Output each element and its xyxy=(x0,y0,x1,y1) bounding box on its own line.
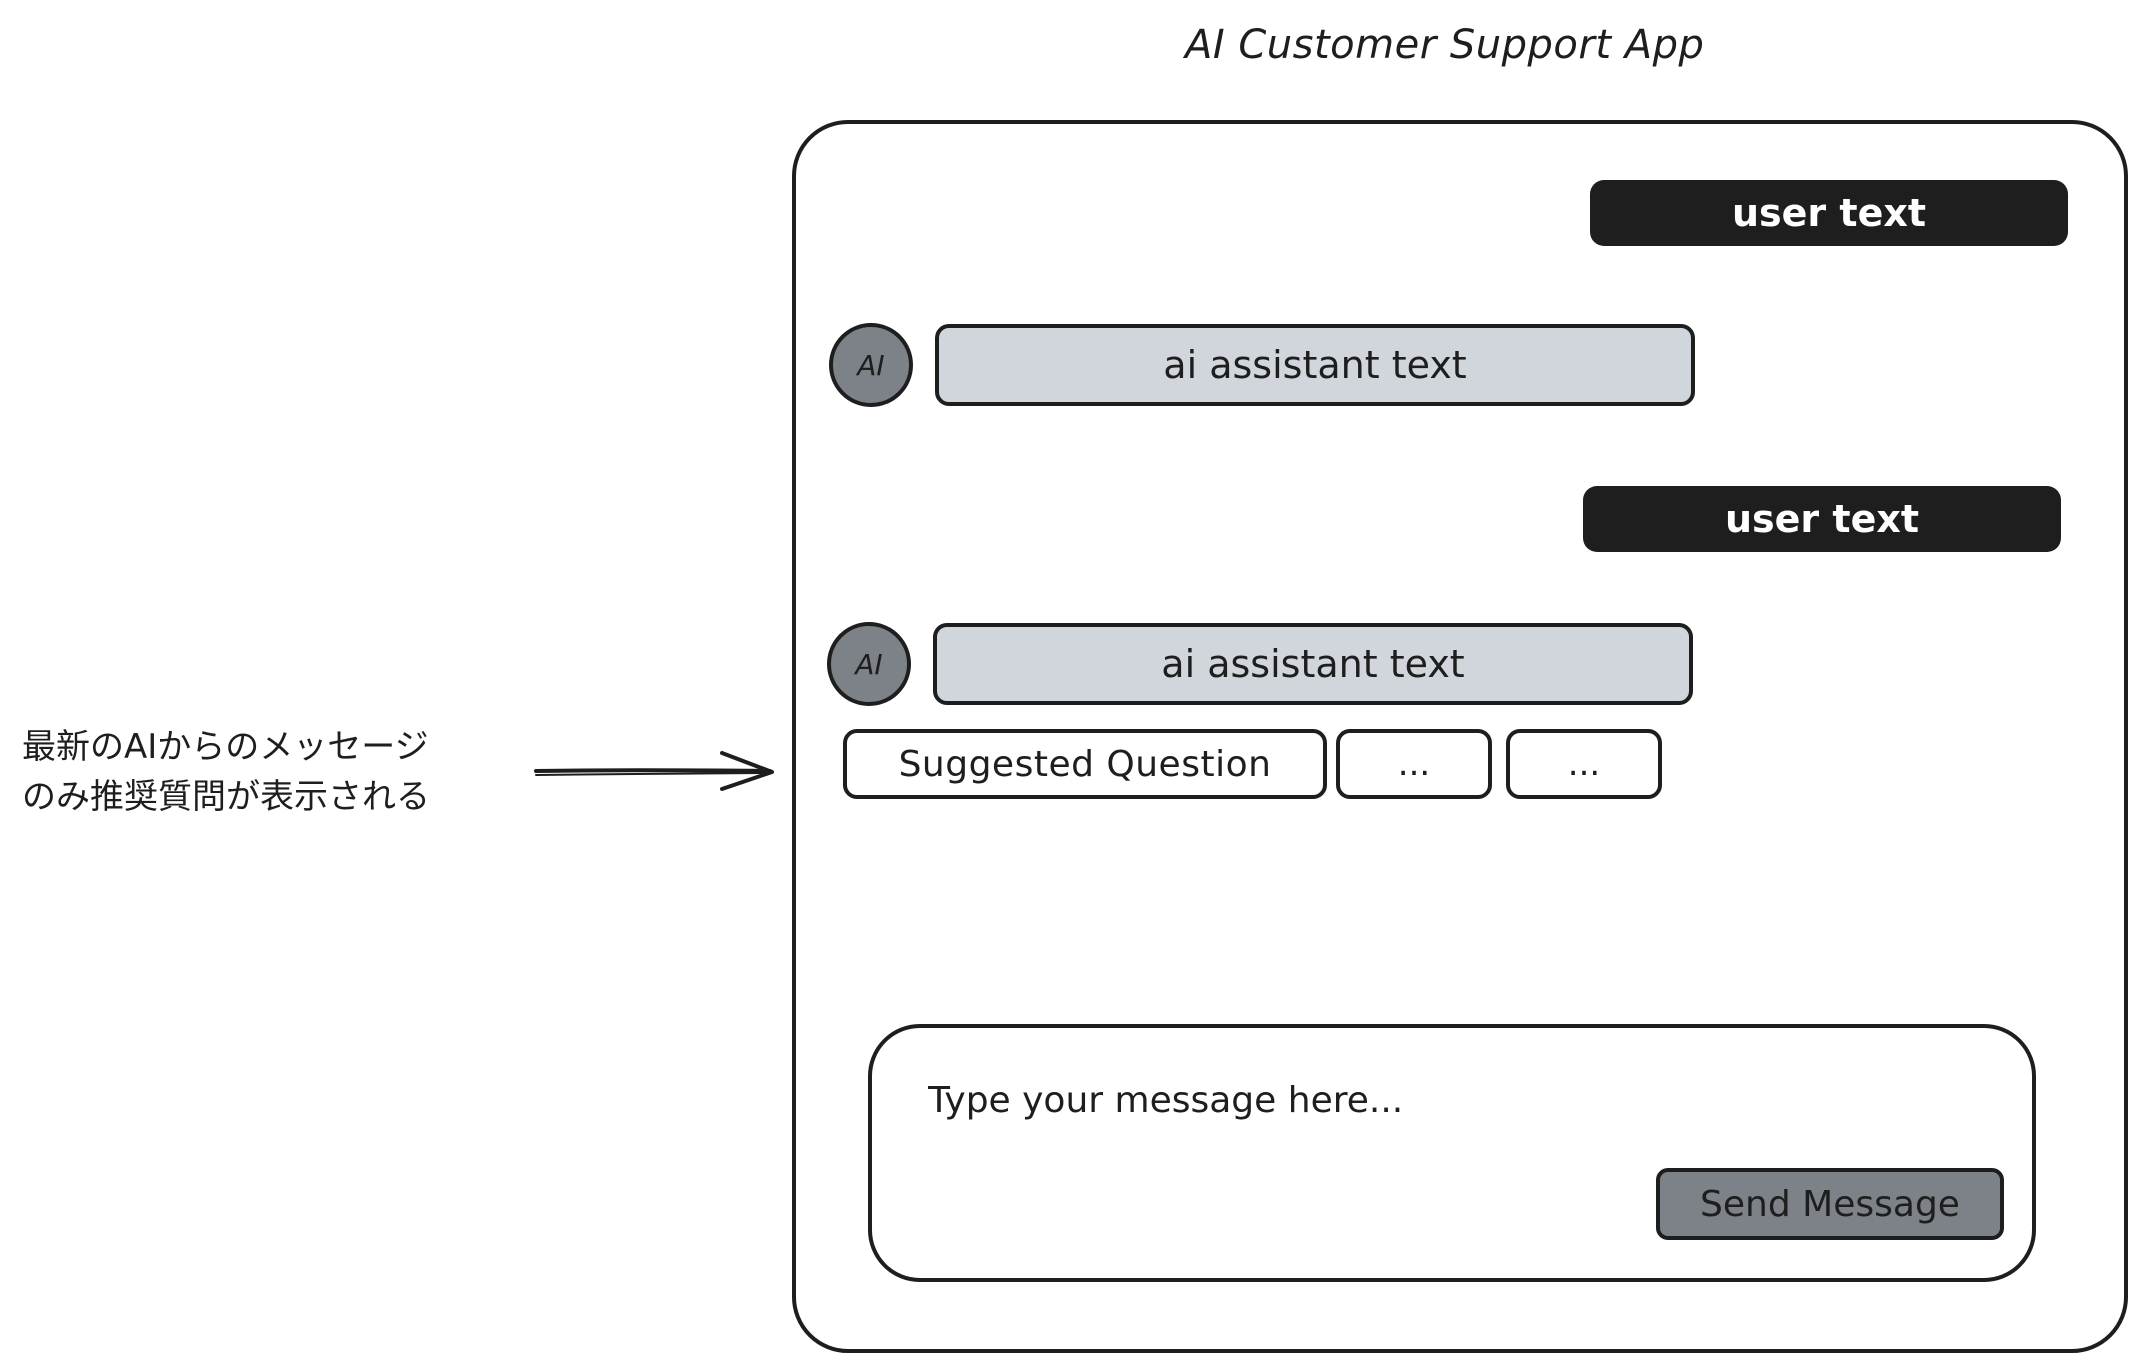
annotation-note: 最新のAIからのメッセージ のみ推奨質問が表示される xyxy=(22,722,542,822)
suggested-question-chip[interactable]: Suggested Question xyxy=(843,729,1327,799)
annotation-arrow-icon xyxy=(534,751,774,791)
send-message-button[interactable]: Send Message xyxy=(1656,1168,2004,1240)
user-message-bubble: user text xyxy=(1583,486,2061,552)
chat-window-frame xyxy=(792,120,2128,1353)
user-message-bubble: user text xyxy=(1590,180,2068,246)
ai-avatar: AI xyxy=(829,323,913,407)
suggested-question-chip[interactable]: ... xyxy=(1506,729,1662,799)
message-input[interactable] xyxy=(928,1064,1828,1136)
ai-message-bubble: ai assistant text xyxy=(933,623,1693,705)
app-title: AI Customer Support App xyxy=(1185,22,1705,68)
suggested-question-chip[interactable]: ... xyxy=(1336,729,1492,799)
annotation-line: のみ推奨質問が表示される xyxy=(22,777,430,817)
ai-message-bubble: ai assistant text xyxy=(935,324,1695,406)
ai-avatar: AI xyxy=(827,622,911,706)
message-composer: Send Message xyxy=(868,1024,2036,1282)
annotation-line: 最新のAIからのメッセージ xyxy=(22,727,429,767)
